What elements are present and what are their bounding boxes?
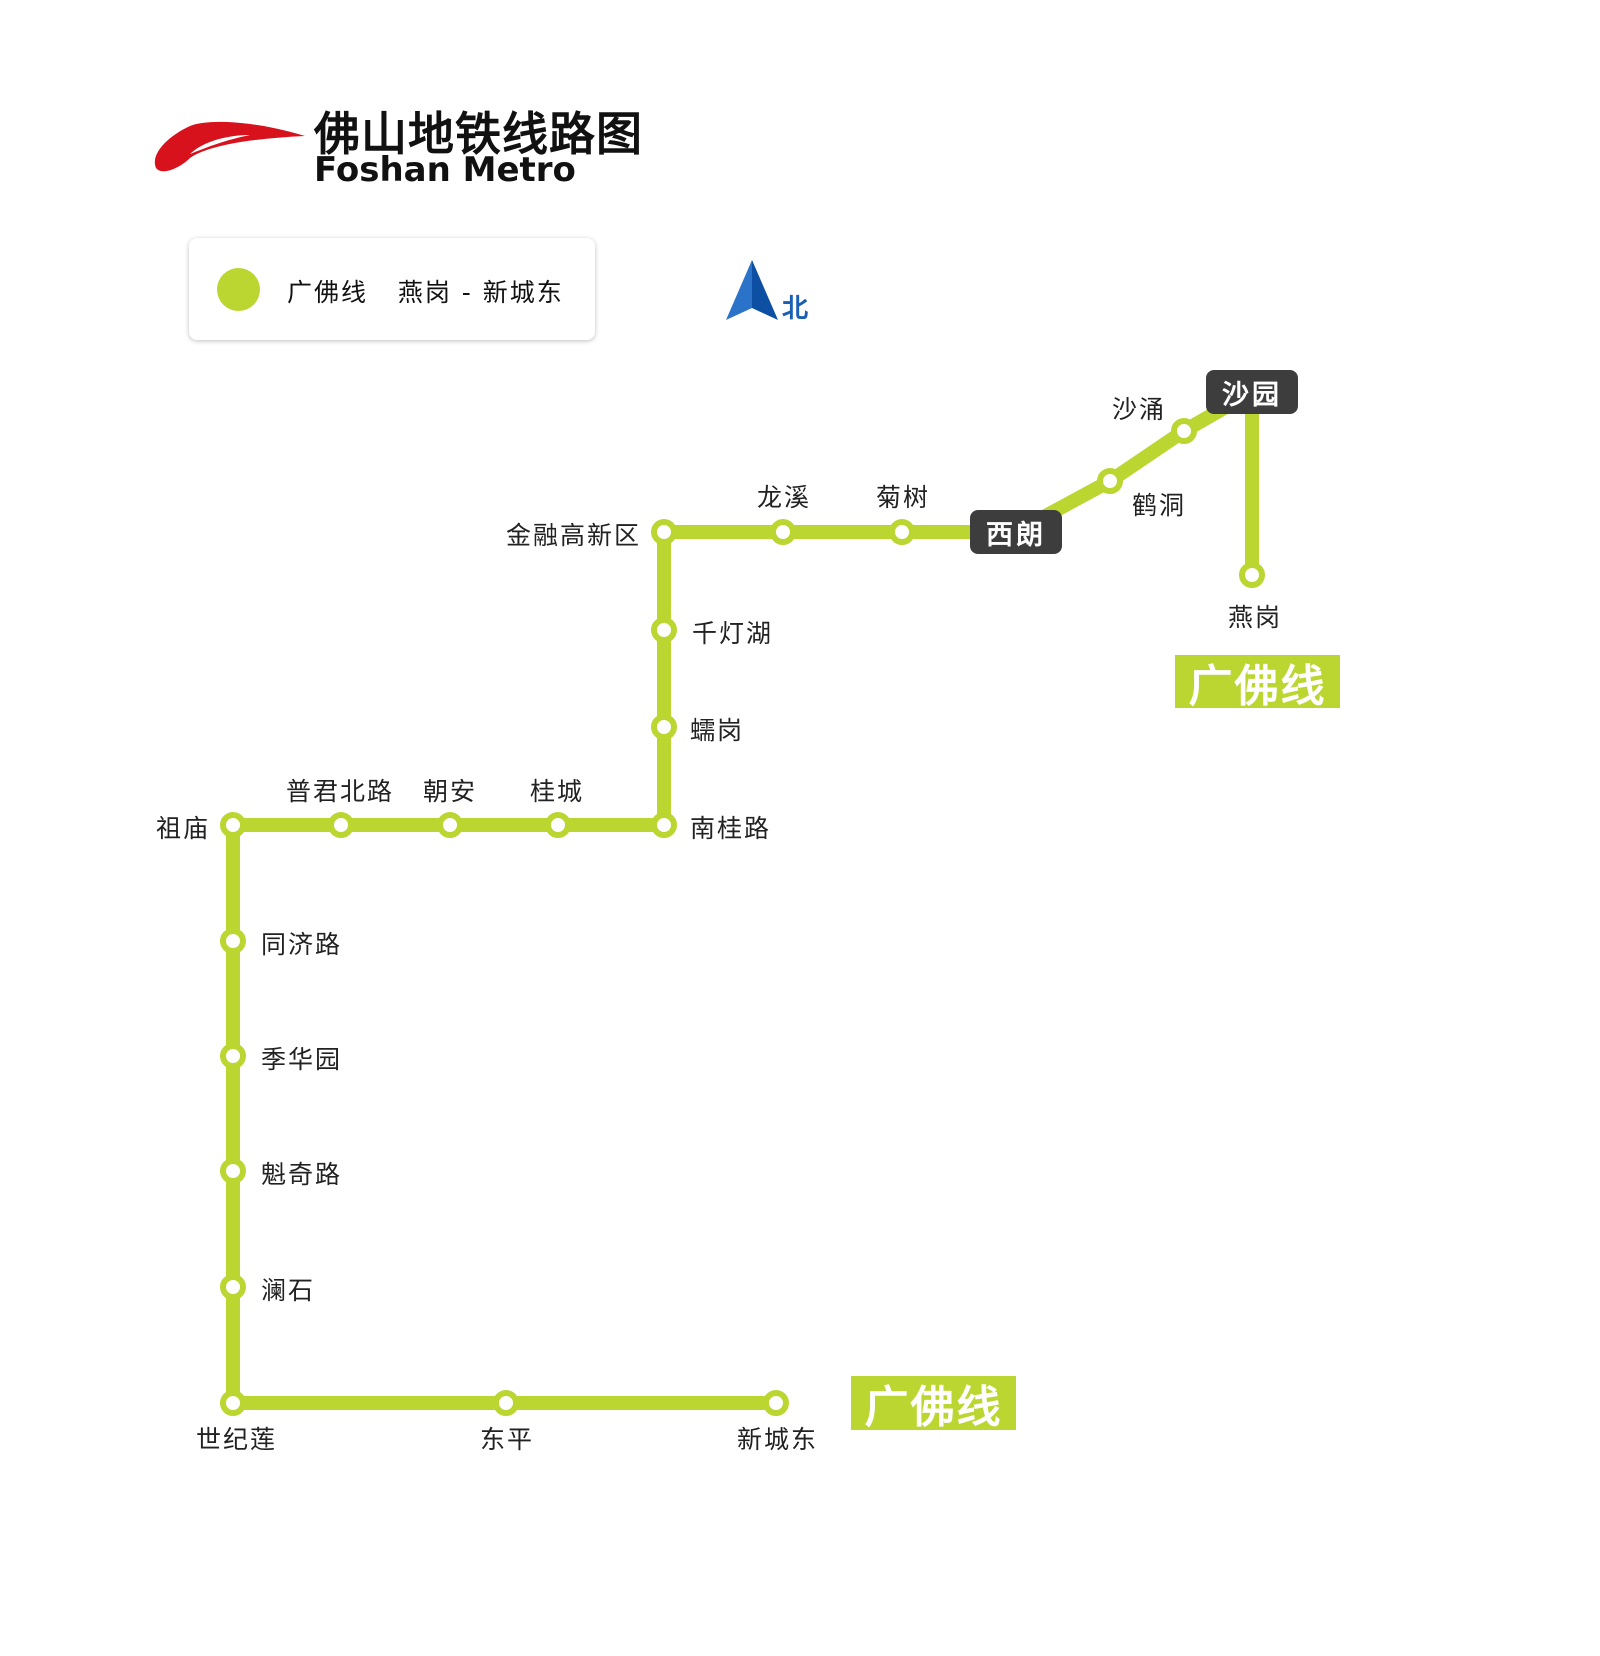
station-label[interactable]: 千灯湖 — [692, 619, 774, 648]
station-label[interactable]: 东平 — [480, 1425, 535, 1454]
page-title: 佛山地铁线路图 — [314, 107, 643, 161]
legend-box: 广佛线 燕岗 - 新城东 — [189, 238, 595, 340]
station-marker[interactable] — [763, 1390, 789, 1416]
station-label[interactable]: 朝安 — [423, 777, 478, 806]
interchange-station[interactable]: 西朗 — [970, 510, 1062, 554]
line-badge-south: 广佛线 — [851, 1376, 1016, 1433]
station-marker[interactable] — [651, 714, 677, 740]
station-marker[interactable] — [220, 812, 246, 838]
station-marker[interactable] — [220, 928, 246, 954]
foshan-metro-logo — [154, 121, 305, 172]
station-label[interactable]: 蠕岗 — [690, 716, 745, 745]
station-label[interactable]: 沙涌 — [1112, 395, 1167, 424]
station-marker[interactable] — [437, 812, 463, 838]
station-marker[interactable] — [770, 519, 796, 545]
station-label[interactable]: 新城东 — [737, 1425, 819, 1454]
line-badge-north: 广佛线 — [1175, 655, 1340, 712]
station-label[interactable]: 鹤洞 — [1132, 491, 1187, 520]
station-label[interactable]: 魁奇路 — [261, 1160, 343, 1189]
station-marker[interactable] — [220, 1274, 246, 1300]
station-label[interactable]: 龙溪 — [757, 483, 812, 512]
station-label[interactable]: 祖庙 — [156, 814, 211, 843]
station-marker[interactable] — [328, 812, 354, 838]
legend-label: 广佛线 燕岗 - 新城东 — [287, 278, 564, 307]
interchange-station[interactable]: 沙园 — [1206, 370, 1298, 414]
station-label[interactable]: 普君北路 — [286, 777, 395, 806]
line-route — [226, 379, 1259, 1410]
station-marker[interactable] — [1097, 468, 1123, 494]
north-label: 北 — [782, 294, 809, 324]
line-color-dot — [217, 268, 260, 311]
station-label[interactable]: 金融高新区 — [506, 521, 642, 550]
station-label[interactable]: 季华园 — [261, 1045, 343, 1074]
north-arrow-icon — [726, 260, 778, 320]
station-label[interactable]: 澜石 — [261, 1276, 316, 1305]
station-marker[interactable] — [651, 812, 677, 838]
station-marker[interactable] — [545, 812, 571, 838]
station-marker[interactable] — [220, 1043, 246, 1069]
station-label[interactable]: 南桂路 — [690, 814, 772, 843]
station-marker[interactable] — [651, 519, 677, 545]
station-marker[interactable] — [493, 1390, 519, 1416]
station-label[interactable]: 桂城 — [530, 777, 585, 806]
station-marker[interactable] — [651, 617, 677, 643]
station-marker[interactable] — [1239, 562, 1265, 588]
station-label[interactable]: 菊树 — [876, 483, 931, 512]
station-marker[interactable] — [1171, 418, 1197, 444]
station-label[interactable]: 同济路 — [261, 930, 343, 959]
station-label[interactable]: 世纪莲 — [196, 1425, 278, 1454]
station-label[interactable]: 燕岗 — [1228, 603, 1283, 632]
station-marker[interactable] — [220, 1390, 246, 1416]
station-marker[interactable] — [220, 1158, 246, 1184]
station-marker[interactable] — [889, 519, 915, 545]
page-subtitle: Foshan Metro — [314, 150, 576, 190]
